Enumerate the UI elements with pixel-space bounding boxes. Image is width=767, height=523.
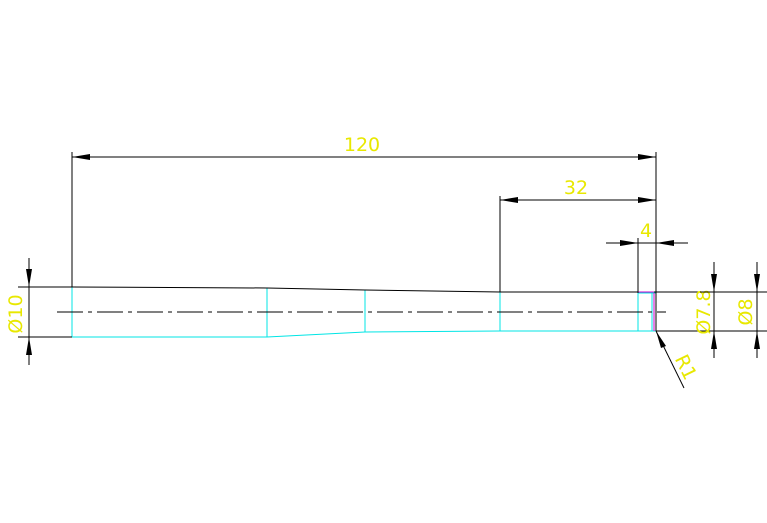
- dimension-diameter-left: Ø10: [5, 258, 72, 365]
- dimension-text-groove: 4: [640, 220, 652, 242]
- dimension-text-segment: 32: [564, 177, 588, 199]
- dimension-segment-length: 32: [499, 177, 656, 292]
- groove-detail: [638, 291, 657, 331]
- dimension-groove-width: 4: [606, 220, 688, 293]
- dimension-overall-length: 120: [71, 134, 657, 292]
- dimension-radius: R1: [655, 330, 701, 389]
- dimension-text-diameter-groove: Ø7.8: [693, 289, 715, 334]
- dimension-text-radius: R1: [670, 351, 701, 383]
- dimension-diameter-right: Ø8: [700, 262, 767, 358]
- dimension-text-diameter-right: Ø8: [735, 298, 757, 325]
- dimension-text-diameter-left: Ø10: [5, 294, 27, 333]
- dimension-text-overall: 120: [344, 134, 380, 156]
- top-contour: [71, 286, 700, 293]
- dimension-diameter-groove: Ø7.8: [656, 262, 724, 358]
